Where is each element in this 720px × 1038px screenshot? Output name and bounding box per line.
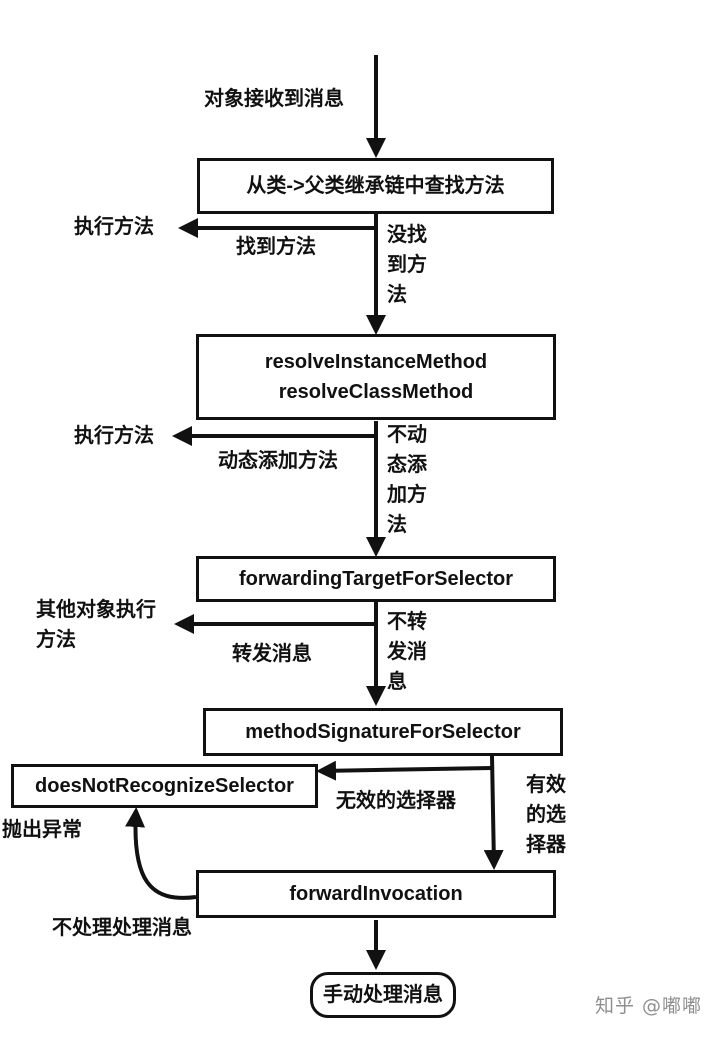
forwarding-target-label: forwardingTargetForSelector [238, 568, 514, 590]
arrow-valid-selector [483, 755, 504, 870]
other-object-execute-label: 其他对象执行 方法 [36, 599, 156, 651]
invalid-selector-label: 无效的选择器 [336, 790, 456, 812]
execute-method-label-2: 执行方法 [74, 425, 154, 447]
forward-invocation-box: forwardInvocation [196, 870, 556, 918]
resolve-method-box: resolveInstanceMethod resolveClassMethod [196, 334, 556, 420]
does-not-recognize-label: doesNotRecognizeSelector [35, 775, 294, 797]
manual-handle-box: 手动处理消息 [310, 972, 456, 1018]
manual-handle-label: 手动处理消息 [323, 984, 443, 1006]
no-dynamic-add-label: 不动 态添 加方 法 [387, 424, 427, 536]
does-not-recognize-box: doesNotRecognizeSelector [11, 764, 318, 808]
method-signature-box: methodSignatureForSelector [203, 708, 563, 756]
lookup-label: 从类->父类继承链中查找方法 [246, 175, 505, 197]
not-handle-message-label: 不处理处理消息 [52, 917, 192, 939]
method-signature-label: methodSignatureForSelector [245, 721, 521, 743]
arrow-not-handle-curve [125, 807, 197, 900]
method-not-found-label: 没找 到方 法 [387, 224, 427, 306]
watermark: 知乎 @嘟嘟 [594, 995, 702, 1017]
forward-invocation-label: forwardInvocation [289, 883, 463, 905]
execute-method-label-1: 执行方法 [74, 216, 154, 238]
no-forward-label: 不转 发消 息 [387, 611, 427, 693]
object-receives-message-label: 对象接收到消息 [204, 88, 344, 110]
resolve-class-method-label: resolveClassMethod [278, 381, 474, 403]
forward-message-label: 转发消息 [232, 643, 312, 665]
found-method-label: 找到方法 [236, 236, 316, 258]
arrow-invalid-selector [316, 760, 493, 781]
dynamic-add-method-label: 动态添加方法 [218, 450, 338, 472]
forwarding-target-box: forwardingTargetForSelector [196, 556, 556, 602]
lookup-box: 从类->父类继承链中查找方法 [197, 158, 554, 214]
valid-selector-label: 有效 的选 择器 [526, 774, 566, 856]
throw-exception-label: 抛出异常 [2, 819, 82, 841]
resolve-instance-method-label: resolveInstanceMethod [264, 351, 488, 373]
